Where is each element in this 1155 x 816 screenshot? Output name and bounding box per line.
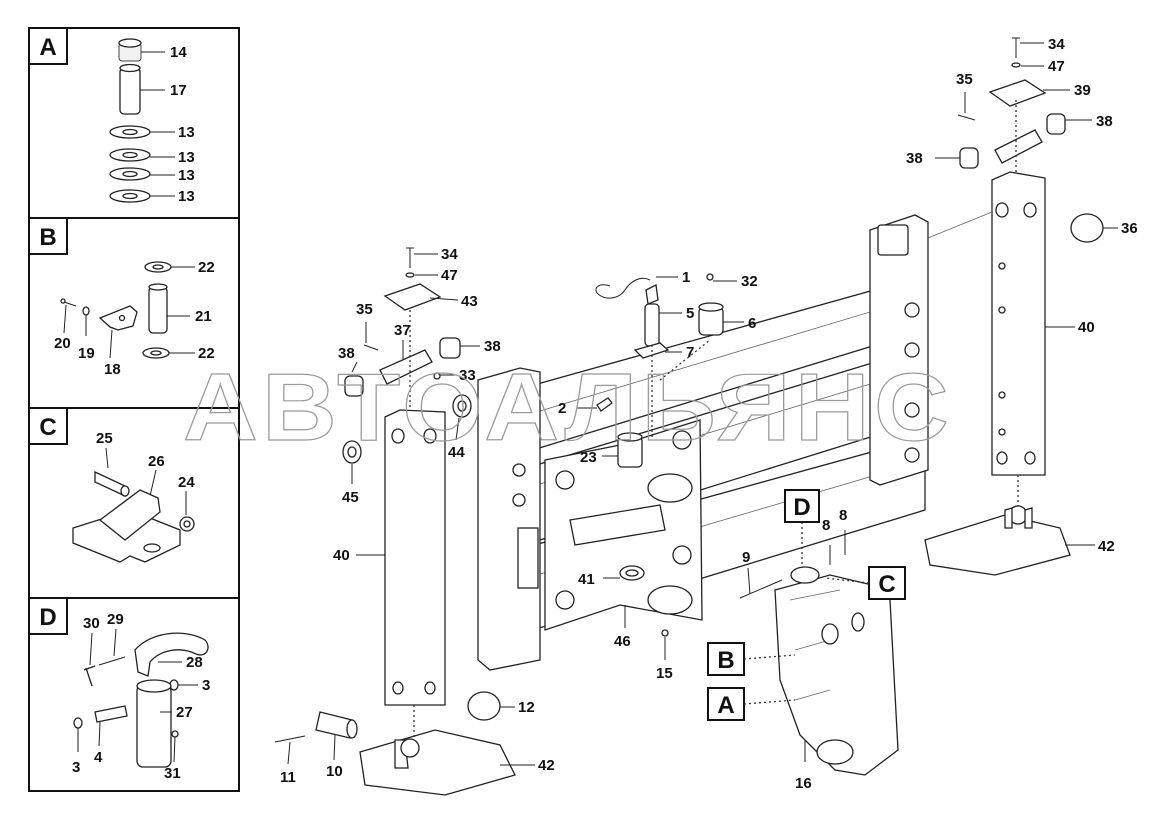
label-11: 11 xyxy=(280,769,296,786)
label-34-right: 34 xyxy=(1048,36,1065,53)
label-37: 37 xyxy=(394,322,411,339)
label-32: 32 xyxy=(741,273,758,290)
label-28: 28 xyxy=(186,654,203,671)
label-1: 1 xyxy=(682,269,690,286)
panel-letter-a: A xyxy=(39,34,56,61)
label-35-left: 35 xyxy=(356,301,373,318)
label-7: 7 xyxy=(686,344,694,361)
label-38-left-b: 38 xyxy=(484,338,501,355)
label-13-b: 13 xyxy=(178,149,195,166)
label-47-right: 47 xyxy=(1048,58,1065,75)
label-22-b: 22 xyxy=(198,345,215,362)
label-19: 19 xyxy=(78,345,95,362)
label-3-a: 3 xyxy=(202,677,210,694)
label-42-right: 42 xyxy=(1098,538,1115,555)
detail-panel-c: C 25 26 24 xyxy=(28,407,240,599)
right-jack-leg: 40 42 36 38 38 35 39 47 xyxy=(906,36,1138,576)
label-12: 12 xyxy=(518,699,535,716)
label-36: 36 xyxy=(1121,220,1138,237)
label-25: 25 xyxy=(96,430,113,447)
label-40-left: 40 xyxy=(333,547,350,564)
label-34-left: 34 xyxy=(441,246,458,263)
label-15: 15 xyxy=(656,665,673,682)
label-38-left-a: 38 xyxy=(338,345,355,362)
label-47-left: 47 xyxy=(441,267,458,284)
panel-letter-b: B xyxy=(39,224,56,251)
label-42-left: 42 xyxy=(538,757,555,774)
label-13-d: 13 xyxy=(178,188,195,205)
label-35-right: 35 xyxy=(956,71,973,88)
label-46: 46 xyxy=(614,633,631,650)
label-29: 29 xyxy=(107,611,124,628)
callout-d: D xyxy=(793,494,810,521)
label-45: 45 xyxy=(342,489,359,506)
label-31: 31 xyxy=(164,765,181,782)
detail-panel-b: B 22 21 22 18 20 19 xyxy=(28,217,240,409)
label-8-b: 8 xyxy=(839,507,847,524)
hitch-bracket-assembly: 16 9 8 8 D C B A xyxy=(707,489,906,792)
label-27: 27 xyxy=(176,704,193,721)
label-17: 17 xyxy=(170,82,187,99)
label-26: 26 xyxy=(148,453,165,470)
panel-letter-c: C xyxy=(39,414,56,441)
label-43: 43 xyxy=(461,293,478,310)
label-16: 16 xyxy=(795,775,812,792)
label-30: 30 xyxy=(83,615,100,632)
panel-letter-d: D xyxy=(39,604,56,631)
watermark-text: АВТОАЛЬЯНС xyxy=(183,354,953,461)
label-5: 5 xyxy=(686,305,694,322)
label-6: 6 xyxy=(748,315,756,332)
callout-c-box xyxy=(868,566,906,600)
label-39: 39 xyxy=(1074,82,1091,99)
callout-a-box xyxy=(707,687,745,721)
label-24: 24 xyxy=(178,474,195,491)
callout-a: A xyxy=(717,692,734,719)
label-14: 14 xyxy=(170,44,187,61)
label-2: 2 xyxy=(558,400,566,417)
label-3-b: 3 xyxy=(72,759,80,776)
label-9: 9 xyxy=(742,549,750,566)
left-jack-leg: 40 42 10 11 12 45 44 37 38 xyxy=(274,246,555,796)
label-33: 33 xyxy=(459,367,476,384)
label-18: 18 xyxy=(104,361,121,378)
detail-panel-d: D 30 29 28 3 27 4 3 31 xyxy=(28,597,240,792)
label-38-right-b: 38 xyxy=(906,150,923,167)
label-22-a: 22 xyxy=(198,259,215,276)
center-hitch-parts: 1 5 32 6 7 2 23 41 46 xyxy=(558,269,758,682)
callout-b: B xyxy=(717,647,734,674)
label-13-c: 13 xyxy=(178,167,195,184)
label-23: 23 xyxy=(580,449,597,466)
label-13-a: 13 xyxy=(178,124,195,141)
callout-c: C xyxy=(878,571,895,598)
label-38-right-a: 38 xyxy=(1096,113,1113,130)
label-20: 20 xyxy=(54,335,71,352)
callout-d-box xyxy=(784,489,820,523)
label-40-right: 40 xyxy=(1078,319,1095,336)
label-10: 10 xyxy=(326,763,343,780)
detail-panel-a: A 14 17 13 13 13 13 xyxy=(28,27,240,219)
label-44: 44 xyxy=(448,444,465,461)
label-4: 4 xyxy=(94,749,103,766)
callout-b-box xyxy=(707,642,745,676)
label-41: 41 xyxy=(578,571,595,588)
label-21: 21 xyxy=(195,308,212,325)
label-8-a: 8 xyxy=(822,517,830,534)
